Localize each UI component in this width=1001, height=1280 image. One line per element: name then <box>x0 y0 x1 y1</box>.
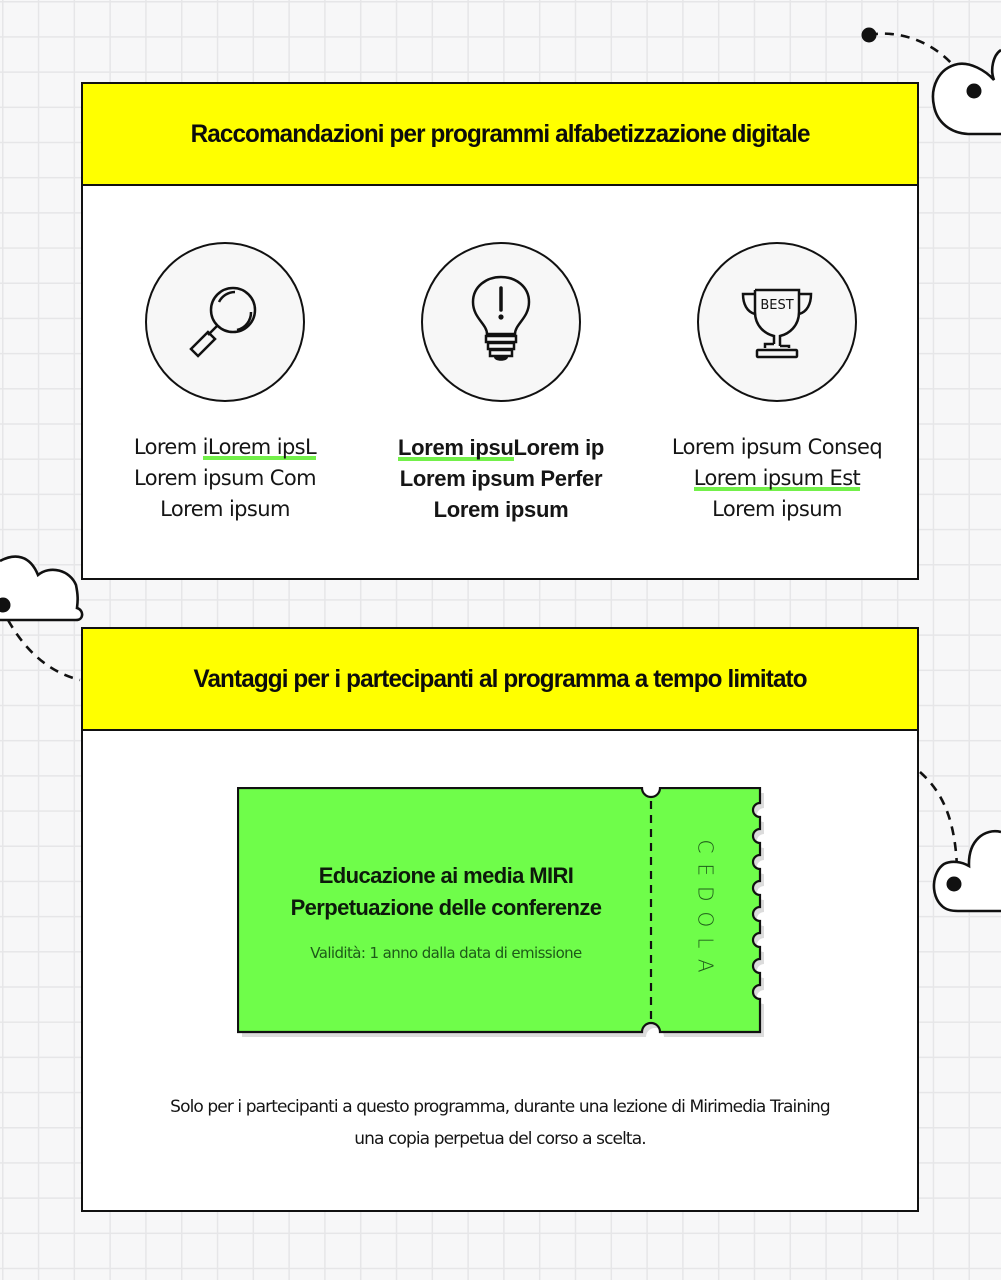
cloud-decoration-right <box>919 771 1001 913</box>
feature-icon-circle <box>421 242 581 402</box>
recommendations-card: Raccomandazioni per programmi alfabetizz… <box>81 82 919 580</box>
benefits-title: Vantaggi per i partecipanti al programma… <box>193 664 807 693</box>
feature-text-line: Lorem ipsum Conseq <box>671 435 883 459</box>
feature-text-line: Lorem ipsum <box>160 497 290 521</box>
feature-text: Lorem ipsuLorem ip Lorem ipsum Perfer Lo… <box>397 432 605 525</box>
cloud-decoration-left <box>0 555 84 682</box>
feature-text-line: Lorem ipsum Perfer <box>399 466 603 491</box>
feature-icon-circle: BEST <box>697 242 857 402</box>
feature-text-line: Lorem <box>133 435 203 459</box>
feature-best: BEST Lorem ipsum Conseq Lorem ipsum Est … <box>647 242 907 525</box>
recommendations-title: Raccomandazioni per programmi alfabetizz… <box>190 119 810 148</box>
feature-text-line: Lorem ipsum <box>712 497 842 521</box>
ticket-validity: Validità: 1 anno dalla data di emissione <box>310 944 582 962</box>
highlighted-text: Lorem ipsu <box>397 435 514 461</box>
benefits-header: Vantaggi per i partecipanti al programma… <box>83 629 917 731</box>
recommendations-header: Raccomandazioni per programmi alfabetizz… <box>83 84 917 186</box>
highlighted-text: iLorem ipsL <box>202 435 317 460</box>
trophy-best-icon: BEST <box>741 288 813 359</box>
trophy-label: BEST <box>760 298 793 313</box>
ticket-title: Educazione ai media MIRI Perpetuazione d… <box>291 860 602 924</box>
feature-idea: Lorem ipsuLorem ip Lorem ipsum Perfer Lo… <box>371 242 631 525</box>
coupon-ticket: Educazione ai media MIRI Perpetuazione d… <box>237 787 767 1039</box>
lightbulb-exclamation-icon <box>471 275 531 361</box>
ticket-shape <box>237 787 764 1037</box>
feature-text-line: Lorem ip <box>513 435 605 460</box>
ticket-body: Educazione ai media MIRI Perpetuazione d… <box>237 787 655 1035</box>
feature-text-line: Lorem ipsum <box>433 497 569 522</box>
feature-text: Lorem iLorem ipsL Lorem ipsum Com Lorem … <box>133 432 317 525</box>
note-line: Solo per i partecipanti a questo program… <box>170 1097 831 1117</box>
ticket-title-line: Perpetuazione delle conferenze <box>290 895 602 920</box>
ticket-title-line: Educazione ai media MIRI <box>318 863 574 888</box>
highlighted-text: Lorem ipsum Est <box>693 466 861 491</box>
ticket-stub: CEDOLA <box>681 787 731 1035</box>
magnifying-glass-icon <box>189 286 257 358</box>
feature-icon-circle <box>145 242 305 402</box>
benefits-card: Vantaggi per i partecipanti al programma… <box>81 627 919 1212</box>
dot-icon <box>861 27 877 43</box>
feature-text: Lorem ipsum Conseq Lorem ipsum Est Lorem… <box>671 432 883 525</box>
ticket-stub-label: CEDOLA <box>694 839 718 983</box>
features-row: Lorem iLorem ipsL Lorem ipsum Com Lorem … <box>83 188 917 578</box>
feature-text-line: Lorem ipsum Com <box>134 466 317 490</box>
feature-research: Lorem iLorem ipsL Lorem ipsum Com Lorem … <box>95 242 355 525</box>
note-line: una copia perpetua del corso a scelta. <box>354 1129 646 1149</box>
benefits-note: Solo per i partecipanti a questo program… <box>83 1091 917 1155</box>
